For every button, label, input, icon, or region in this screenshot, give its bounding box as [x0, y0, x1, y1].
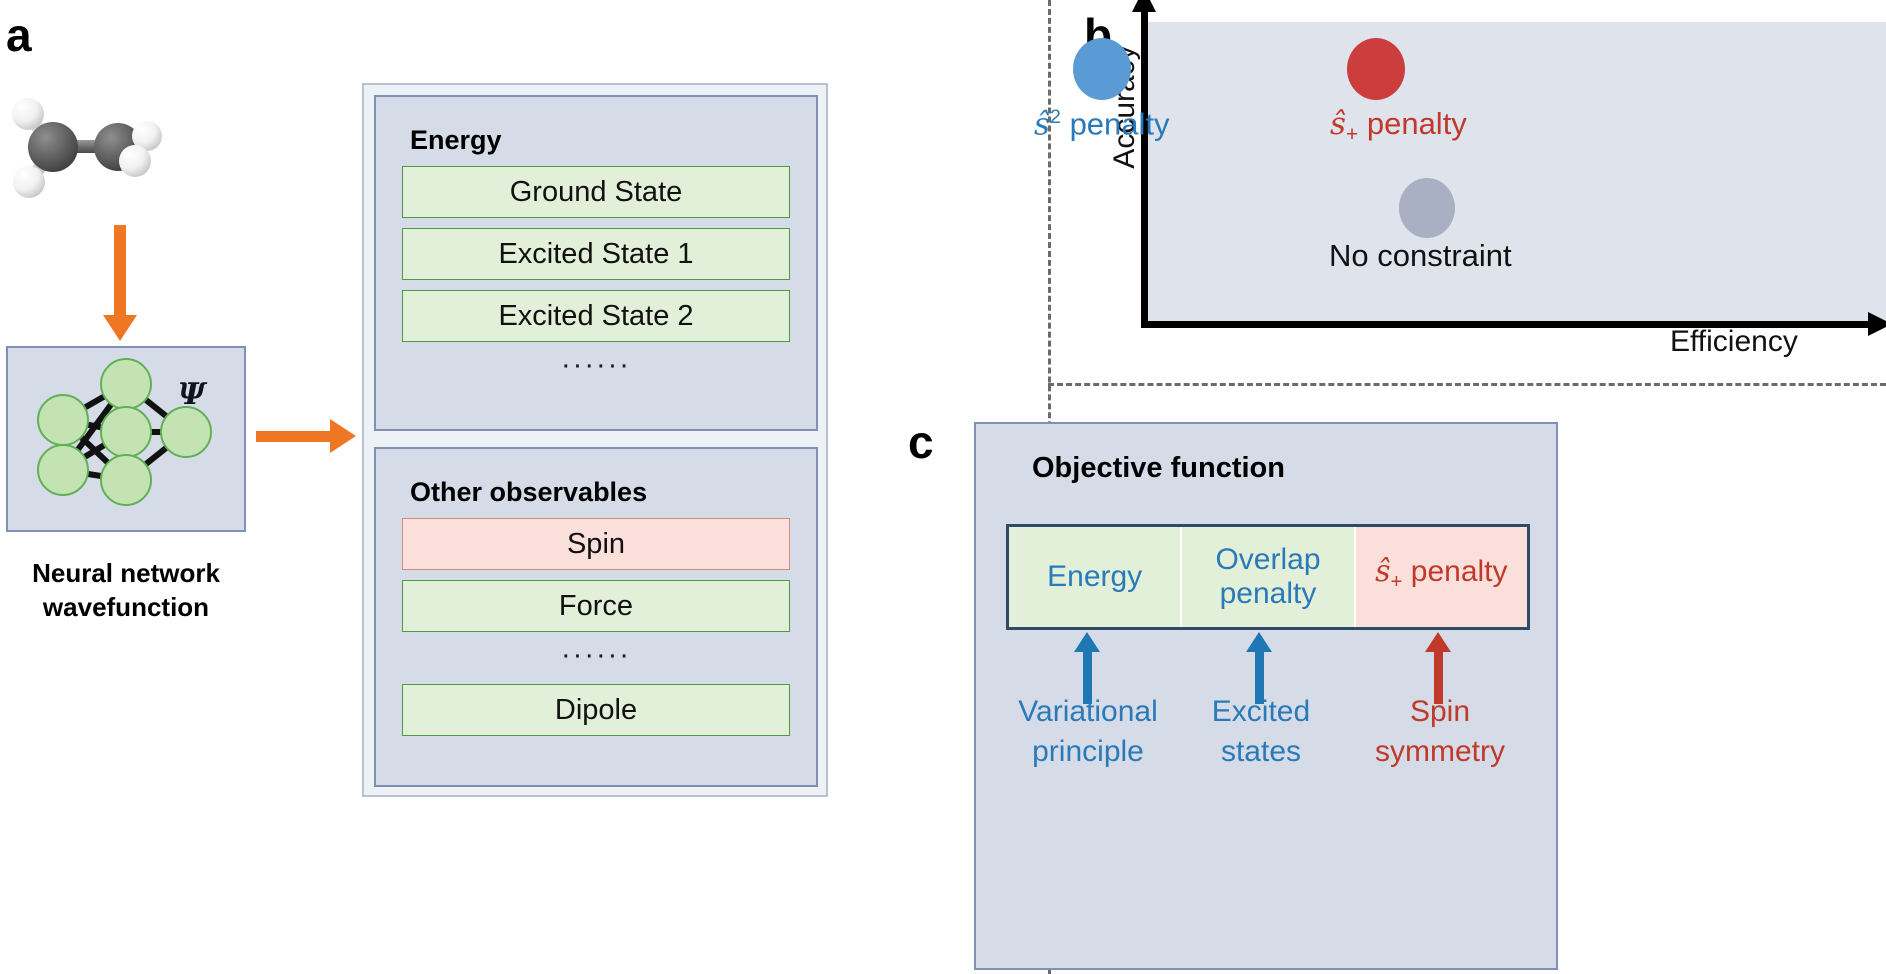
- caption-variational-principle: Variational principle: [993, 692, 1183, 772]
- caption-excited-states-line1: Excited: [1211, 695, 1311, 728]
- objective-term-energy[interactable]: Energy: [1009, 527, 1183, 627]
- neural-network-box: [6, 346, 246, 532]
- y-axis-accuracy: [1132, 0, 1156, 328]
- arrow-excited-states: [1246, 632, 1272, 704]
- arrow-molecule-to-network: [103, 225, 137, 341]
- caption-spin-symmetry-line1: Spin: [1409, 695, 1471, 728]
- energy-panel-title: Energy: [410, 125, 502, 155]
- objective-term-splus-penalty[interactable]: ŝ+ penalty: [1355, 527, 1527, 627]
- psi-symbol: Ψ: [178, 377, 206, 412]
- splus-subscript: +: [1345, 123, 1359, 147]
- bubble-label-no-constraint: No constraint: [1329, 238, 1512, 273]
- neural-network-caption: Neural network wavefunction: [0, 556, 252, 624]
- objective-term-overlap-penalty[interactable]: Overlap penalty: [1182, 527, 1356, 627]
- caption-excited-states: Excited states: [1166, 692, 1356, 772]
- bubble-label-splus-penalty: ŝ+ penalty: [1330, 106, 1467, 147]
- objective-splus-hat-symbol: ŝ: [1375, 554, 1391, 589]
- observable-item-dipole[interactable]: Dipole: [402, 684, 790, 736]
- bubble-splus-penalty[interactable]: [1347, 38, 1405, 100]
- x-axis-efficiency: [1141, 312, 1886, 336]
- caption-variational-principle-line1: Variational: [1018, 695, 1158, 728]
- observables-panel: Other observables Spin Force ······ Dipo…: [374, 447, 818, 787]
- outputs-stack: Energy Ground State Excited State 1 Exci…: [362, 83, 828, 797]
- objective-function-box: [974, 422, 1558, 970]
- observables-ellipsis: ······: [561, 639, 631, 671]
- energy-panel: Energy Ground State Excited State 1 Exci…: [374, 95, 818, 431]
- panel-label-a: a: [6, 9, 32, 61]
- bubble-no-constraint[interactable]: [1399, 178, 1455, 238]
- bubble-s2-penalty[interactable]: [1073, 38, 1131, 100]
- energy-item-ground-state[interactable]: Ground State: [402, 166, 790, 218]
- s2-hat-symbol: ŝ: [1034, 106, 1050, 143]
- energy-item-excited-state-2[interactable]: Excited State 2: [402, 290, 790, 342]
- energy-item-excited-state-1[interactable]: Excited State 1: [402, 228, 790, 280]
- accuracy-efficiency-plot-area: [1148, 22, 1886, 322]
- s2-exponent: 2: [1049, 106, 1061, 128]
- s2-penalty-text: penalty: [1060, 106, 1170, 142]
- arrow-variational-principle: [1074, 632, 1100, 704]
- caption-excited-states-line2: states: [1220, 735, 1302, 768]
- caption-spin-symmetry: Spin symmetry: [1345, 692, 1535, 772]
- objective-splus-text: penalty: [1402, 555, 1508, 588]
- objective-function-title: Objective function: [1032, 452, 1285, 484]
- panel-label-c: c: [908, 416, 934, 468]
- neural-network-caption-line1: Neural network: [32, 558, 220, 588]
- caption-variational-principle-line2: principle: [1032, 735, 1144, 768]
- arrow-spin-symmetry: [1425, 632, 1451, 704]
- splus-hat-symbol: ŝ: [1330, 106, 1346, 142]
- energy-ellipsis: ······: [561, 349, 631, 381]
- observables-panel-title: Other observables: [410, 477, 648, 507]
- objective-terms-bar: Energy Overlap penalty ŝ+ penalty: [1006, 524, 1530, 630]
- splus-penalty-text: penalty: [1358, 106, 1467, 141]
- bubble-label-s2-penalty: ŝ2 penalty: [1034, 106, 1170, 142]
- neural-network-graph-icon: [37, 358, 212, 506]
- objective-splus-subscript: +: [1390, 571, 1403, 593]
- panel-divider-horizontal: [1048, 383, 1886, 386]
- x-axis-label: Efficiency: [1670, 325, 1798, 358]
- observable-item-force[interactable]: Force: [402, 580, 790, 632]
- caption-spin-symmetry-line2: symmetry: [1375, 735, 1505, 768]
- neural-network-caption-line2: wavefunction: [42, 592, 210, 622]
- observable-item-spin[interactable]: Spin: [402, 518, 790, 570]
- ethylene-molecule-icon: [12, 98, 162, 198]
- arrow-network-to-outputs: [256, 419, 356, 453]
